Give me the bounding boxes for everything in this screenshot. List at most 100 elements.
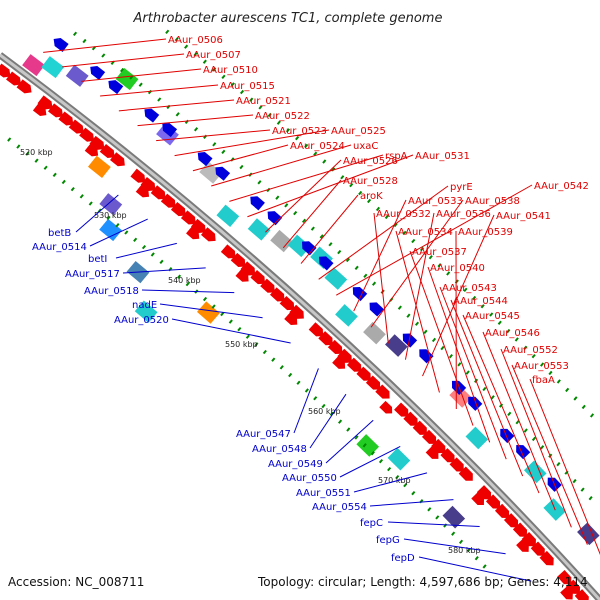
forward-gene-arrow	[503, 513, 519, 528]
tick-mark	[202, 296, 208, 302]
reverse-gene-label: AAur_0550	[282, 473, 337, 484]
tick-mark	[458, 539, 464, 544]
forward-gene-arrow	[79, 127, 95, 142]
feature-block	[196, 301, 220, 324]
kbp-tick-label: 530 kbp	[94, 211, 127, 220]
forward-leader-line	[353, 199, 407, 312]
feature-block	[442, 505, 466, 529]
tick-mark	[176, 274, 182, 279]
tick-mark	[295, 135, 300, 141]
tick-mark	[304, 388, 309, 393]
tick-mark	[397, 305, 402, 310]
reverse-gene-arrow	[301, 241, 317, 256]
feature-block	[41, 56, 65, 79]
feature-block	[87, 155, 111, 178]
reverse-leader-line	[418, 556, 532, 582]
feature-block	[99, 193, 123, 216]
reverse-leader-line	[75, 194, 119, 233]
forward-gene-arrow	[47, 103, 63, 118]
feature-block	[523, 460, 547, 484]
forward-gene-arrow	[58, 111, 74, 126]
tick-mark	[7, 137, 12, 142]
forward-gene-label: rspA	[385, 151, 408, 162]
reverse-leader-line	[159, 303, 263, 319]
forward-gene-arrow	[327, 339, 343, 355]
forward-gene-label: AAur_0507	[186, 50, 241, 61]
tick-mark	[588, 495, 593, 501]
feature-block	[199, 161, 223, 184]
tick-mark	[523, 428, 528, 433]
tick-mark	[411, 490, 416, 496]
reverse-gene-label: AAur_0517	[65, 269, 120, 280]
reverse-gene-label: AAur_0551	[296, 488, 351, 499]
forward-gene-arrow	[32, 103, 47, 116]
forward-gene-arrow	[421, 429, 437, 444]
backbone-inner	[0, 53, 600, 600]
forward-leader-line	[43, 38, 167, 53]
tick-mark	[258, 105, 263, 110]
forward-leader-line	[137, 114, 254, 127]
reverse-leader-line	[369, 499, 454, 507]
reverse-gene-arrow	[144, 108, 160, 123]
forward-gene-arrow	[471, 492, 485, 506]
reverse-gene-label: AAur_0518	[84, 286, 139, 297]
forward-gene-labels: AAur_0506AAur_0507AAur_0510AAur_0515AAur…	[168, 35, 589, 386]
reverse-gene-label: AAur_0554	[312, 502, 367, 513]
forward-gene-label: AAur_0522	[255, 111, 310, 122]
tick-mark	[313, 396, 318, 401]
tick-mark	[354, 435, 359, 440]
tick-mark	[507, 411, 512, 417]
tick-mark	[358, 190, 363, 196]
forward-gene-arrow	[574, 589, 589, 600]
kbp-tick-label: 580 kbp	[448, 546, 481, 555]
forward-gene-arrow	[170, 202, 186, 217]
forward-leader-line	[265, 159, 342, 233]
forward-leader-line	[229, 154, 384, 202]
tick-mark	[72, 31, 78, 36]
reverse-gene-arrow	[500, 428, 515, 444]
tick-mark	[124, 230, 129, 235]
tick-mark	[414, 321, 420, 326]
forward-gene-label: AAur_0526	[343, 156, 398, 167]
tick-mark	[427, 507, 432, 512]
tick-mark	[43, 165, 48, 170]
tick-mark	[378, 458, 384, 464]
forward-gene-label: AAur_0523	[272, 126, 327, 137]
forward-leader-line	[409, 250, 474, 426]
forward-gene-arrow	[356, 366, 371, 381]
tick-mark	[301, 218, 307, 224]
genome-backbone	[0, 52, 600, 600]
tick-mark	[457, 362, 462, 367]
forward-gene-arrow	[557, 569, 572, 585]
feature-block	[216, 204, 240, 227]
tick-mark	[465, 370, 470, 375]
tick-mark	[203, 134, 208, 139]
forward-leader-line	[482, 331, 556, 511]
reverse-leader-line	[325, 419, 374, 464]
forward-gene-label: aroK	[360, 191, 383, 202]
tick-mark	[490, 395, 495, 400]
reverse-gene-label: betI	[88, 254, 107, 265]
forward-leader-line	[370, 199, 464, 328]
tick-mark	[310, 226, 315, 231]
forward-gene-arrow	[425, 446, 439, 459]
tick-mark	[82, 38, 87, 44]
forward-leader-line	[282, 179, 342, 249]
forward-gene-arrow	[269, 287, 285, 302]
forward-gene-arrow	[512, 522, 528, 537]
tick-mark	[61, 179, 66, 185]
forward-gene-arrow	[394, 402, 409, 417]
tick-mark	[581, 404, 586, 410]
tick-mark	[228, 319, 233, 324]
tick-mark	[70, 186, 75, 192]
tick-mark	[254, 342, 259, 347]
feature-block	[22, 54, 45, 77]
tick-mark	[245, 334, 250, 339]
tick-mark	[257, 180, 262, 185]
tick-mark	[375, 206, 381, 212]
tick-mark	[321, 403, 326, 409]
forward-gene-label: AAur_0531	[415, 151, 470, 162]
forward-gene-label: uxaC	[353, 141, 378, 152]
tick-mark	[428, 255, 433, 260]
tick-mark	[293, 210, 298, 216]
